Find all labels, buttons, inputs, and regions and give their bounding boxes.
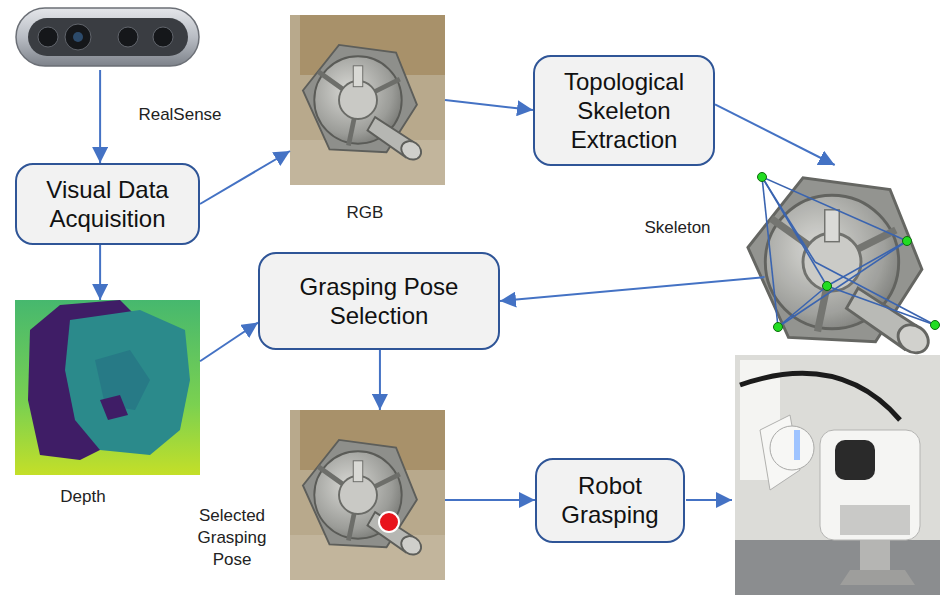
picture-part (840, 505, 910, 535)
flow-arrow (445, 499, 535, 501)
process-box: Grasping Pose Selection (258, 252, 500, 350)
image-caption: Depth (33, 486, 133, 508)
picture-part (290, 410, 445, 580)
flow-arrow (715, 104, 835, 165)
flow-arrow (99, 70, 101, 163)
flow-arrow (500, 277, 765, 301)
image-panel: Skeleton (745, 165, 940, 355)
box-label: Visual Data Acquisition (17, 171, 198, 237)
picture-part (823, 282, 832, 291)
leader-arrow (686, 499, 732, 501)
image-caption: RGB (315, 202, 415, 224)
picture-part (303, 45, 425, 163)
flow-arrow (445, 100, 533, 110)
picture-part (827, 286, 935, 325)
picture-part (290, 15, 445, 185)
flow-arrow (200, 323, 258, 362)
picture-part (303, 440, 425, 558)
picture-part (38, 27, 58, 47)
picture-part (153, 27, 173, 47)
picture-part (16, 8, 199, 66)
image-caption: Selected Grasping Pose (178, 505, 286, 571)
picture-part (15, 300, 200, 475)
picture-part (73, 32, 83, 42)
picture-part (118, 27, 138, 47)
picture-part (860, 540, 890, 570)
process-box: Robot Grasping (535, 458, 685, 543)
flow-arrow (99, 245, 101, 300)
picture-part (835, 440, 875, 480)
rgb-photo (290, 15, 445, 185)
picture-part (770, 426, 814, 470)
picture-part (762, 177, 935, 327)
picture-part (65, 310, 190, 455)
selected-pose-photo (290, 410, 445, 580)
flow-arrow (200, 151, 290, 204)
flow-arrow (379, 350, 381, 410)
image-caption: Skeleton (620, 217, 735, 239)
picture-part (815, 262, 935, 325)
picture-part (794, 430, 800, 460)
box-label: Grasping Pose Selection (260, 268, 498, 334)
picture-part (100, 395, 128, 420)
robot-photo (735, 355, 940, 595)
box-label: Topological Skeleton Extraction (535, 63, 713, 158)
picture-part (735, 355, 940, 595)
skeleton-picture (748, 173, 940, 359)
image-panel: RealSense (15, 5, 200, 70)
image-panel: RGB (290, 15, 445, 185)
image-panel: Selected Grasping Pose (290, 410, 445, 580)
process-box: Visual Data Acquisition (15, 163, 200, 245)
picture-part (379, 512, 399, 532)
picture-part (758, 173, 767, 182)
box-label: Robot Grasping (537, 467, 683, 533)
depth-map (15, 300, 200, 475)
picture-part (931, 321, 940, 330)
picture-part (748, 178, 934, 359)
picture-part (903, 237, 912, 246)
picture-part (762, 177, 815, 262)
image-panel: Depth (15, 300, 200, 475)
process-box: Topological Skeleton Extraction (533, 55, 715, 166)
picture-part (778, 286, 827, 327)
picture-part (65, 24, 91, 50)
picture-part (28, 18, 188, 56)
picture-part (778, 241, 907, 327)
camera-picture (16, 8, 199, 66)
picture-part (840, 570, 915, 585)
image-caption: RealSense (125, 104, 235, 126)
picture-part (762, 177, 907, 241)
picture-part (735, 540, 940, 595)
picture-part (774, 323, 783, 332)
picture-part (758, 173, 940, 332)
picture-part (827, 241, 907, 286)
picture-part (740, 373, 900, 420)
picture-part (820, 430, 920, 540)
